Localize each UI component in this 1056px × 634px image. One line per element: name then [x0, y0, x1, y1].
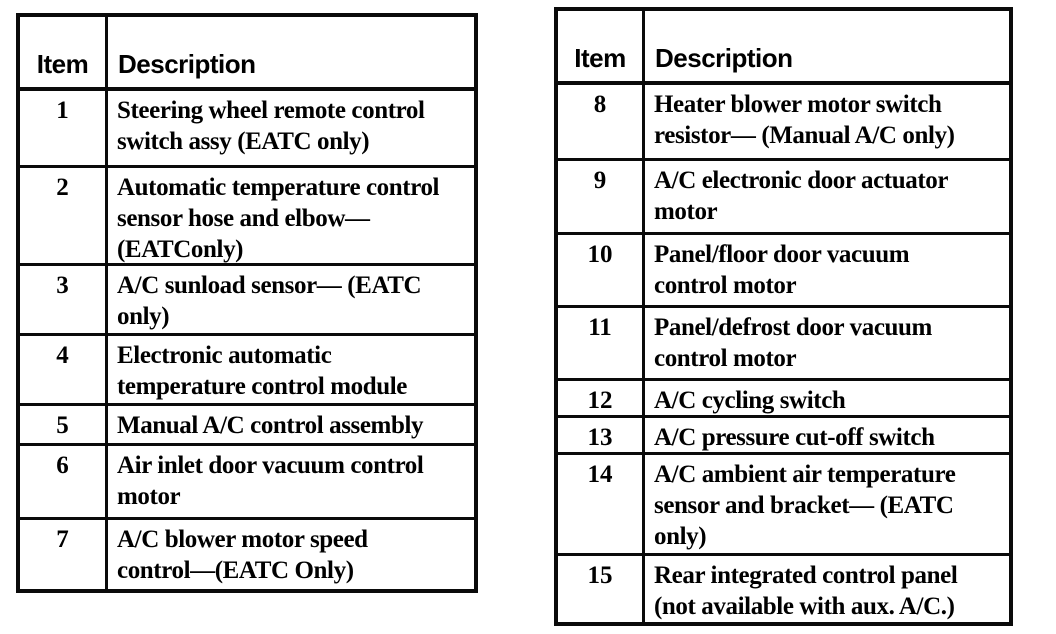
table-row: 4 Electronic automatic temperature contr…	[20, 336, 474, 406]
item-description: A/C electronic door actuator motor	[654, 167, 949, 225]
item-description: A/C cycling switch	[654, 387, 846, 414]
item-description: Heater blower motor switch resistor— (Ma…	[654, 91, 955, 149]
table-row: 6 Air inlet door vacuum control motor	[20, 446, 474, 520]
table-row: 9 A/C electronic door actuator motor	[558, 161, 1009, 235]
item-number: 10	[558, 235, 645, 305]
table-row: 2 Automatic temperature control sensor h…	[20, 168, 474, 266]
item-description: Automatic temperature control sensor hos…	[117, 174, 440, 263]
table-row: 11 Panel/defrost door vacuum control mot…	[558, 308, 1009, 381]
item-number: 9	[558, 161, 645, 232]
item-number: 3	[20, 266, 108, 333]
column-header-item: Item	[20, 17, 108, 87]
item-number: 13	[558, 418, 645, 452]
item-description: A/C pressure cut-off switch	[654, 424, 935, 451]
table-row: 14 A/C ambient air temperature sensor an…	[558, 455, 1009, 556]
item-number: 11	[558, 308, 645, 378]
item-number: 1	[20, 91, 108, 165]
table-row: 7 A/C blower motor speed control—(EATC O…	[20, 520, 474, 589]
table-header-row: Item Description	[20, 17, 474, 91]
item-number: 14	[558, 455, 645, 553]
item-description: A/C blower motor speed control—(EATC Onl…	[117, 526, 368, 584]
item-description: Panel/floor door vacuum control motor	[654, 241, 910, 299]
parts-table-left: Item Description 1 Steering wheel remote…	[16, 13, 478, 593]
parts-table-right: Item Description 8 Heater blower motor s…	[554, 7, 1013, 626]
item-description: A/C sunload sensor— (EATC only)	[117, 272, 422, 330]
item-description: Rear integrated control panel (not avail…	[654, 562, 958, 620]
column-header-description: Description	[118, 49, 256, 79]
item-description: A/C ambient air temperature sensor and b…	[654, 461, 956, 550]
item-number: 7	[20, 520, 108, 589]
item-number: 8	[558, 85, 645, 158]
item-number: 5	[20, 406, 108, 443]
table-row: 10 Panel/floor door vacuum control motor	[558, 235, 1009, 308]
item-description: Steering wheel remote control switch ass…	[117, 97, 425, 155]
item-number: 12	[558, 381, 645, 415]
item-number: 15	[558, 556, 645, 622]
item-description: Panel/defrost door vacuum control motor	[654, 314, 932, 372]
table-row: 8 Heater blower motor switch resistor— (…	[558, 85, 1009, 161]
column-header-description: Description	[655, 43, 793, 73]
table-row: 5 Manual A/C control assembly	[20, 406, 474, 446]
item-description: Electronic automatic temperature control…	[117, 342, 408, 400]
table-header-row: Item Description	[558, 11, 1009, 85]
item-description: Air inlet door vacuum control motor	[117, 452, 424, 510]
item-number: 6	[20, 446, 108, 517]
item-description: Manual A/C control assembly	[117, 412, 424, 439]
table-row: 3 A/C sunload sensor— (EATC only)	[20, 266, 474, 336]
column-header-item: Item	[558, 11, 645, 81]
table-row: 1 Steering wheel remote control switch a…	[20, 91, 474, 168]
table-row: 12 A/C cycling switch	[558, 381, 1009, 418]
item-number: 2	[20, 168, 108, 263]
item-number: 4	[20, 336, 108, 403]
table-row: 13 A/C pressure cut-off switch	[558, 418, 1009, 455]
table-row: 15 Rear integrated control panel (not av…	[558, 556, 1009, 622]
